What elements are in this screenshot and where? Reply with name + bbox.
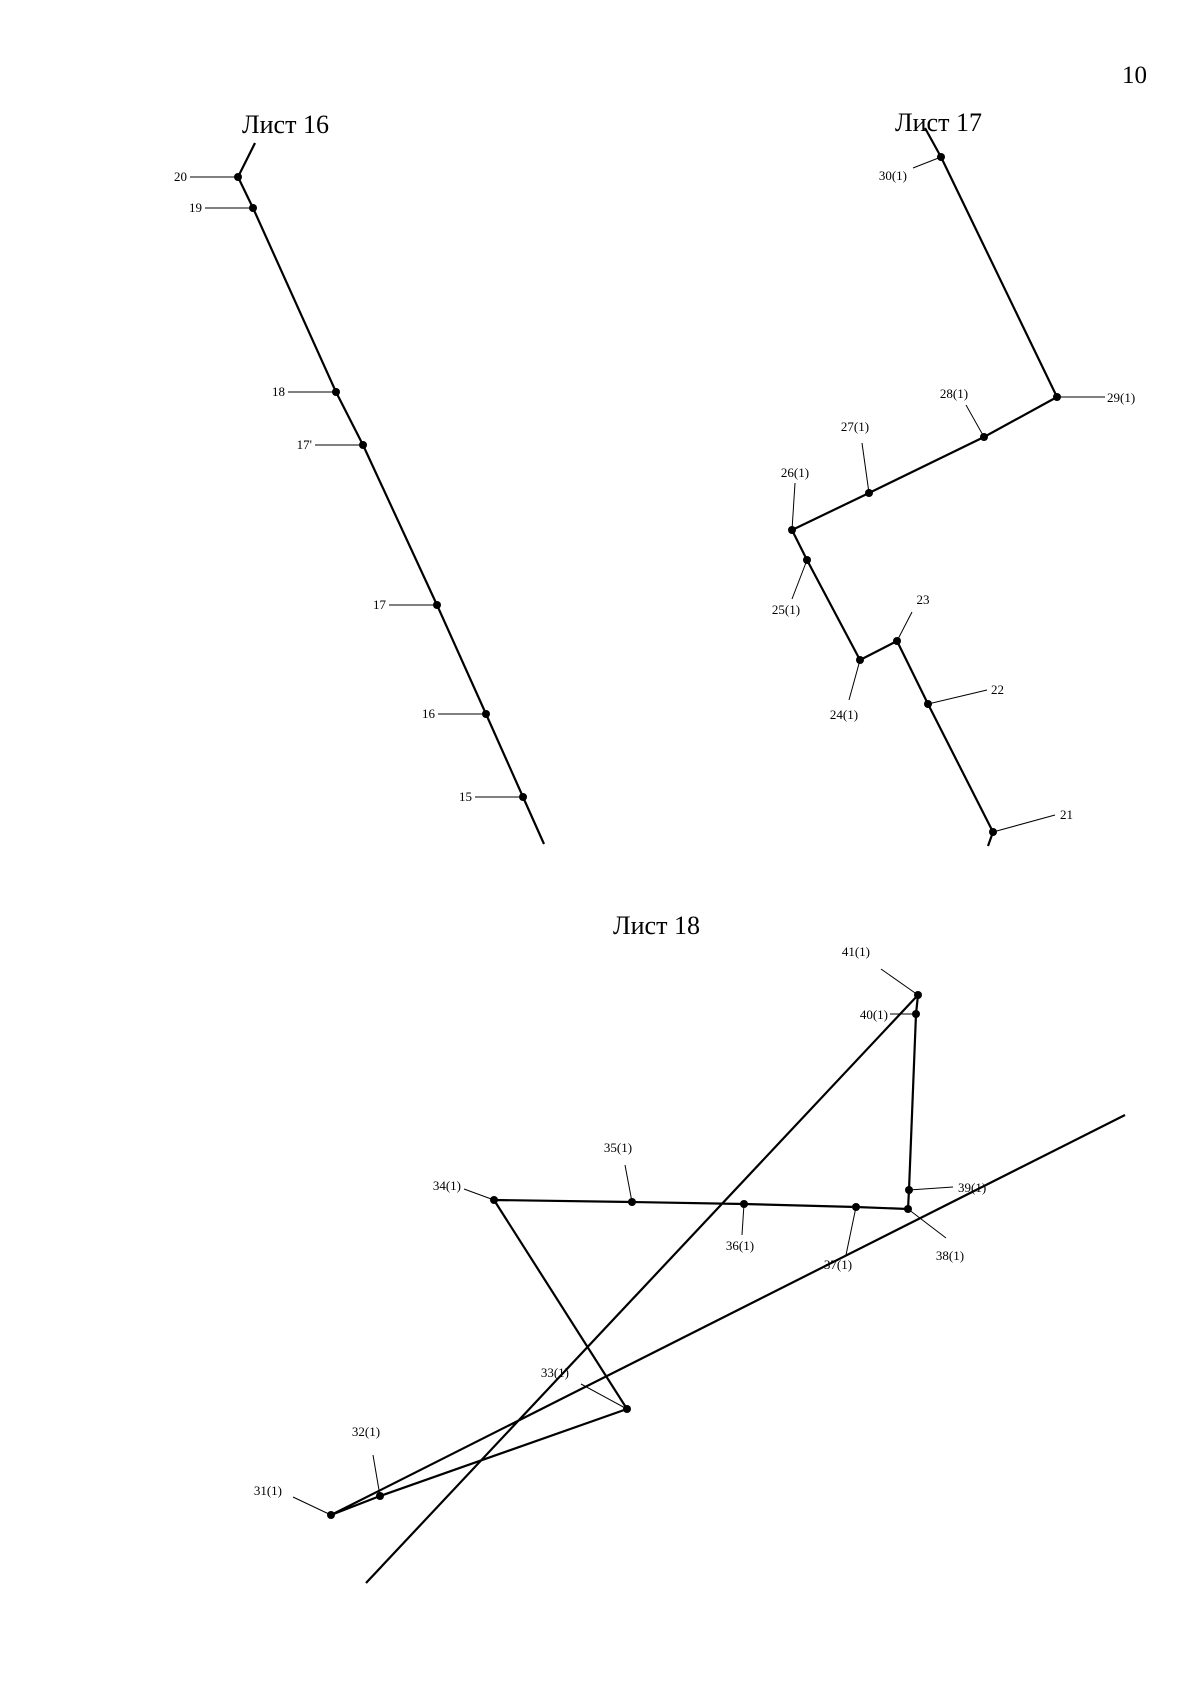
boundary-point-381 (904, 1205, 912, 1213)
point-label-361: 36(1) (726, 1238, 754, 1253)
leader-line-281 (965, 404, 985, 438)
leader-line-411 (880, 968, 919, 996)
leader-line-351 (624, 1164, 633, 1203)
point-label-391: 39(1) (958, 1180, 986, 1195)
boundary-point-341 (490, 1196, 498, 1204)
leader-line-371 (845, 1206, 857, 1256)
point-label-21: 21 (1060, 807, 1073, 822)
point-label-401: 40(1) (860, 1007, 888, 1022)
point-label-371: 37(1) (824, 1257, 852, 1272)
point-label-291: 29(1) (1107, 390, 1135, 405)
leader-line-381 (907, 1208, 947, 1239)
point-label-16: 16 (422, 706, 436, 721)
boundary-point-361 (740, 1200, 748, 1208)
point-label-17: 17 (373, 597, 387, 612)
point-label-241: 24(1) (830, 707, 858, 722)
boundary-point-411 (914, 991, 922, 999)
point-label-261: 26(1) (781, 465, 809, 480)
leader-line-261 (791, 482, 796, 531)
point-label-351: 35(1) (604, 1140, 632, 1155)
leader-line-271 (861, 442, 870, 494)
boundary-point-17 (433, 601, 441, 609)
point-label-381: 38(1) (936, 1248, 964, 1263)
boundary-point-15 (519, 793, 527, 801)
sheet-18-title: Лист 18 (613, 911, 700, 940)
point-label-321: 32(1) (352, 1424, 380, 1439)
point-label-281: 28(1) (940, 386, 968, 401)
leader-line-22 (927, 689, 988, 705)
leader-line-301 (912, 156, 942, 169)
point-label-311: 31(1) (254, 1483, 282, 1498)
point-label-20: 20 (174, 169, 187, 184)
boundary-point-281 (980, 433, 988, 441)
boundary-point-261 (788, 526, 796, 534)
leader-line-331 (580, 1383, 628, 1410)
boundary-point-16 (482, 710, 490, 718)
boundary-point-371 (852, 1203, 860, 1211)
point-label-22: 22 (991, 682, 1004, 697)
boundary-point-22 (924, 700, 932, 708)
point-label-18: 18 (272, 384, 285, 399)
leader-line-241 (848, 659, 861, 701)
point-label-19: 19 (189, 200, 202, 215)
leader-line-251 (791, 559, 808, 600)
boundary-point-251 (803, 556, 811, 564)
point-label-251: 25(1) (772, 602, 800, 617)
sheet-16-boundary-line (236, 142, 546, 845)
leader-line-341 (463, 1188, 495, 1201)
sheet-17-title: Лист 17 (895, 108, 982, 137)
leader-line-321 (372, 1454, 381, 1497)
leader-line-21 (992, 814, 1056, 833)
boundary-point-311 (327, 1511, 335, 1519)
point-label-411: 41(1) (842, 944, 870, 959)
point-label-301: 30(1) (879, 168, 907, 183)
boundary-point-19 (249, 204, 257, 212)
boundary-point-291 (1053, 393, 1061, 401)
page-number: 10 (1122, 62, 1147, 89)
boundary-point-331 (623, 1405, 631, 1413)
point-label-23: 23 (917, 592, 930, 607)
leader-line-311 (292, 1496, 332, 1516)
boundary-point-241 (856, 656, 864, 664)
sheet-18-boundary-line (329, 993, 1126, 1584)
boundary-point-17 (359, 441, 367, 449)
boundary-point-321 (376, 1492, 384, 1500)
boundary-point-23 (893, 637, 901, 645)
leader-line-391 (908, 1186, 954, 1191)
boundary-point-351 (628, 1198, 636, 1206)
point-label-17: 17' (297, 437, 312, 452)
boundary-point-391 (905, 1186, 913, 1194)
sheet-17-boundary-line (790, 127, 1059, 847)
point-label-331: 33(1) (541, 1365, 569, 1380)
point-label-15: 15 (459, 789, 472, 804)
boundary-point-301 (937, 153, 945, 161)
boundary-point-20 (234, 173, 242, 181)
leader-line-361 (741, 1203, 745, 1236)
sheet-16-title: Лист 16 (242, 110, 329, 139)
boundary-point-18 (332, 388, 340, 396)
boundary-point-271 (865, 489, 873, 497)
boundary-point-401 (912, 1010, 920, 1018)
leader-line-23 (896, 611, 913, 642)
point-label-271: 27(1) (841, 419, 869, 434)
boundary-point-21 (989, 828, 997, 836)
point-label-341: 34(1) (433, 1178, 461, 1193)
